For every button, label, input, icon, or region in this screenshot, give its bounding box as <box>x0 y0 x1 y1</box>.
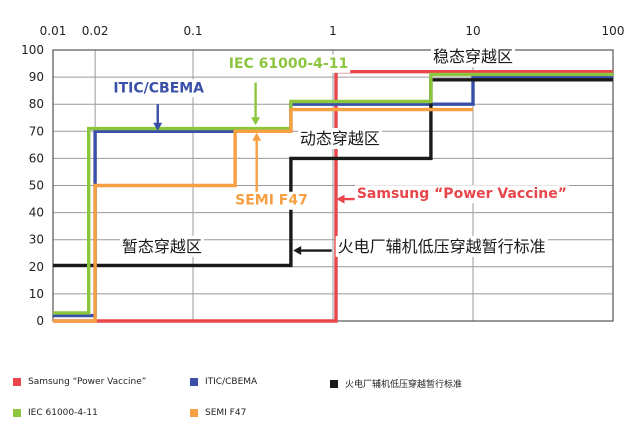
legend-label: 火电厂辅机低压穿越暂行标准 <box>345 380 463 390</box>
y-tick-label: 10 <box>29 287 44 301</box>
annotation-label: 稳态穿越区 <box>433 47 513 66</box>
legend-label: SEMI F47 <box>205 408 247 418</box>
legend-label: ITIC/CBEMA <box>205 377 258 387</box>
series-lines <box>53 69 613 323</box>
legend-swatch <box>190 378 198 386</box>
x-tick-label: 10 <box>465 24 480 38</box>
y-tick-label: 30 <box>29 233 44 247</box>
annotation-background <box>335 235 548 257</box>
arrow-head <box>153 122 163 131</box>
series-line <box>53 69 613 323</box>
legend-item: Samsung “Power Vaccine” <box>13 377 146 387</box>
legend-item: 火电厂辅机低压穿越暂行标准 <box>330 377 462 390</box>
legend-swatch <box>13 378 21 386</box>
y-tick-label: 90 <box>29 70 44 84</box>
legend-label: IEC 61000-4-11 <box>28 408 98 418</box>
arrow-head <box>293 246 302 255</box>
annotation-label: ITIC/CBEMA <box>113 80 204 96</box>
x-tick-label: 0.01 <box>40 24 67 38</box>
legend-swatch <box>330 379 338 388</box>
annotation-background <box>354 185 569 204</box>
x-tick-label: 0.02 <box>82 24 109 38</box>
y-tick-label: 0 <box>36 314 44 328</box>
annotation-background <box>119 235 204 257</box>
annotation-label: 火电厂辅机低压穿越暂行标准 <box>338 237 546 256</box>
y-tick-label: 60 <box>29 151 44 165</box>
x-tick-label: 0.1 <box>183 24 202 38</box>
annotation-label: 暂态穿越区 <box>122 237 202 256</box>
legend: Samsung “Power Vaccine” ITIC/CBEMA 火电厂辅机低压… <box>0 360 640 433</box>
legend-swatch <box>190 409 198 417</box>
y-tick-label: 20 <box>29 260 44 274</box>
series-line <box>53 107 473 323</box>
arrow-head <box>252 132 262 141</box>
legend-swatch <box>13 409 21 417</box>
arrow-head <box>251 117 261 126</box>
y-tick-label: 70 <box>29 124 44 138</box>
annotation-label: Samsung “Power Vaccine” <box>357 186 567 202</box>
legend-item: IEC 61000-4-11 <box>13 408 98 418</box>
y-tick-label: 40 <box>29 206 44 220</box>
y-tick-label: 50 <box>29 179 44 193</box>
annotation-background <box>430 46 516 68</box>
x-tick-label: 100 <box>602 24 625 38</box>
legend-label: Samsung “Power Vaccine” <box>28 377 147 387</box>
axes: 0.01 0.02 0.1 1 10 100 0 10 20 30 40 50 60 70 80 90 100 <box>21 24 624 328</box>
legend-item: ITIC/CBEMA <box>190 377 257 387</box>
y-tick-label: 80 <box>29 97 44 111</box>
annotation-label: IEC 61000-4-11 <box>229 56 348 72</box>
annotation-label: SEMI F47 <box>235 193 308 209</box>
series-line <box>53 78 613 268</box>
legend-item: SEMI F47 <box>190 408 246 418</box>
annotation-background <box>111 79 207 98</box>
annotation-background <box>226 54 351 73</box>
x-tick-label: 1 <box>329 24 337 38</box>
y-tick-label: 100 <box>21 43 44 57</box>
annotation-label: 动态穿越区 <box>300 129 380 148</box>
arrow-head <box>336 194 345 204</box>
annotation-background <box>233 191 310 210</box>
annotation-background <box>297 128 382 150</box>
